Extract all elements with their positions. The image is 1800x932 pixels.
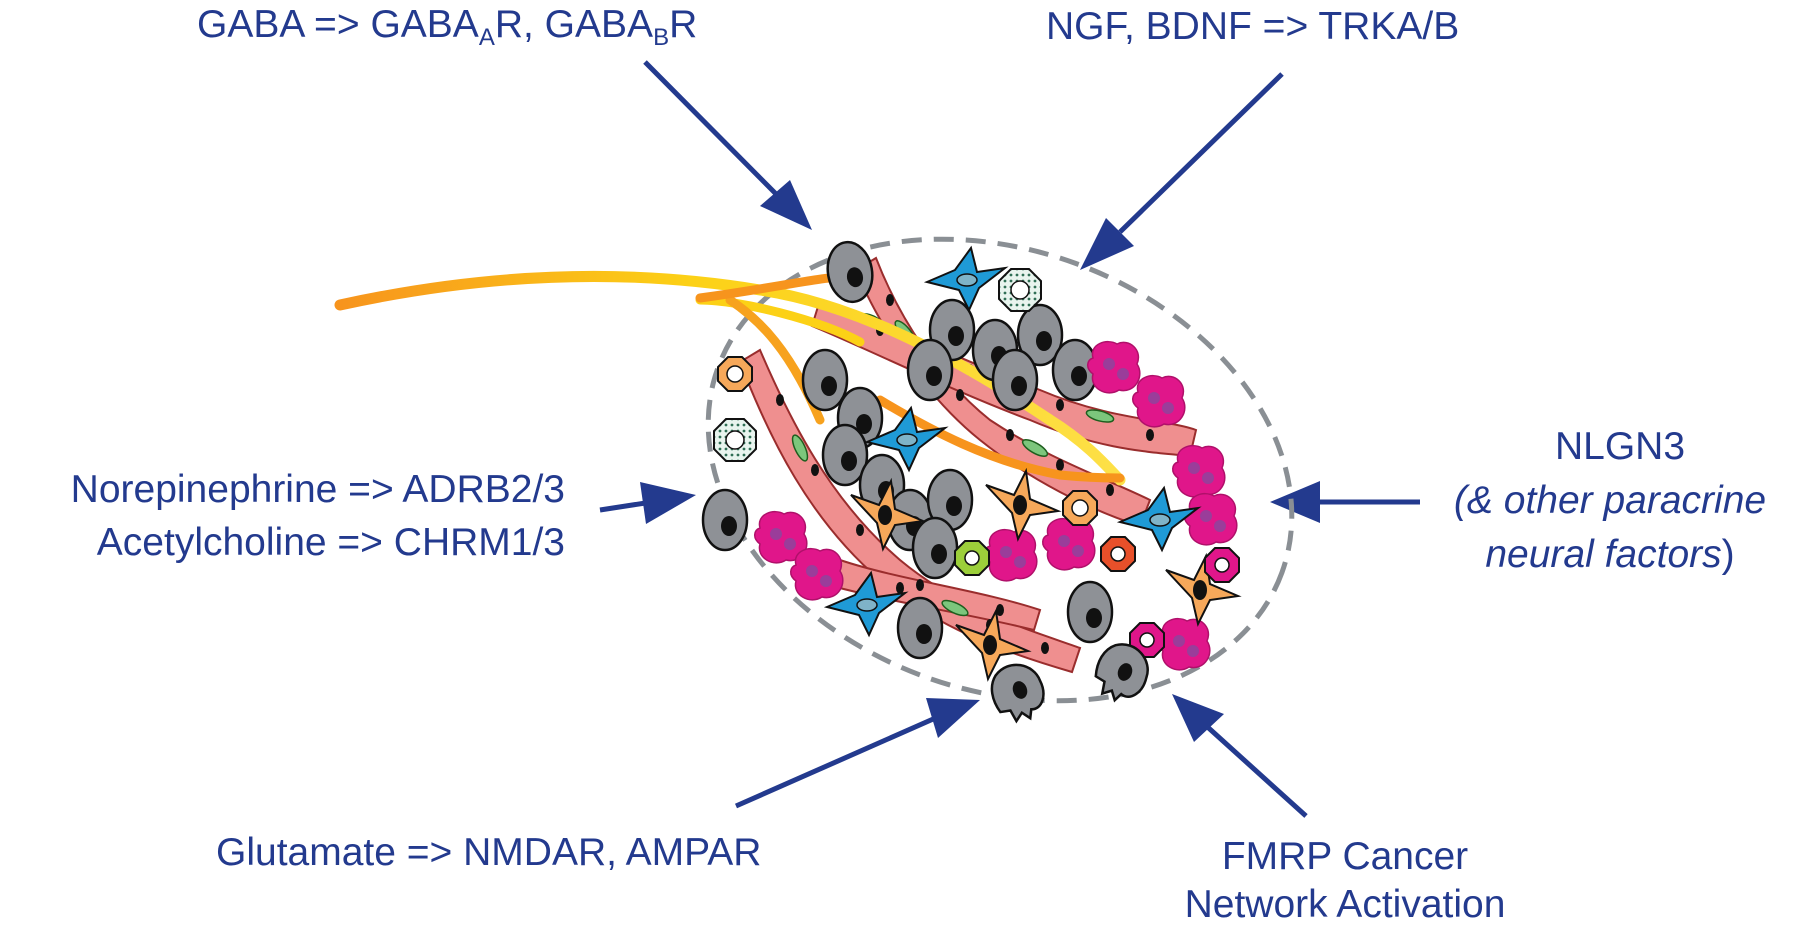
nerve-fiber (875, 395, 1125, 483)
glutamate-arrow (734, 698, 980, 809)
neural-factors-label: neural factors) (1420, 532, 1800, 579)
fmrp-label-line2: Network Activation (1184, 883, 1506, 926)
gaba-label-prefix: GABA => GABA (197, 3, 479, 46)
gaba-label-mid: R, GABA (494, 3, 654, 46)
fmrp-arrow (1172, 694, 1308, 818)
nerve-fiber (334, 270, 1126, 486)
fmrp-label-line1: FMRP Cancer (1221, 835, 1469, 878)
glutamate-label: Glutamate => NMDAR, AMPAR (216, 831, 762, 874)
ngf-arrow (1080, 72, 1284, 270)
neural-factors-text: neural factors (1485, 533, 1722, 576)
gaba-arrow (643, 60, 812, 230)
gaba-label-suffix: R (669, 3, 698, 46)
nerve-fiber (695, 295, 865, 347)
invading-cells (990, 643, 1149, 724)
gaba-label: GABA => GABAAR, GABABR (197, 2, 697, 53)
vesicle-cells (713, 268, 1240, 658)
neural-factors-close-paren: ) (1721, 533, 1735, 576)
norepinephrine-label: Norepinephrine => ADRB2/3 (70, 468, 565, 511)
nlgn3-arrow (1270, 481, 1420, 523)
tumor-boundary (705, 236, 1295, 704)
gaba-label-sub-b: B (653, 24, 670, 51)
arrows (599, 60, 1420, 818)
nlgn3-label: NLGN3 (1554, 425, 1686, 468)
blood-vessel (738, 348, 1082, 674)
acetylcholine-label: Acetylcholine => CHRM1/3 (96, 521, 565, 564)
gaba-label-sub-a: A (478, 24, 495, 51)
nerve-fibers (334, 270, 1126, 486)
nerve-fiber (695, 273, 835, 303)
ngf-bdnf-label: NGF, BDNF => TRKA/B (1046, 5, 1460, 48)
norepinephrine-arrow (599, 482, 696, 524)
paracrine-factors-label: (& other paracrine (1453, 479, 1767, 522)
